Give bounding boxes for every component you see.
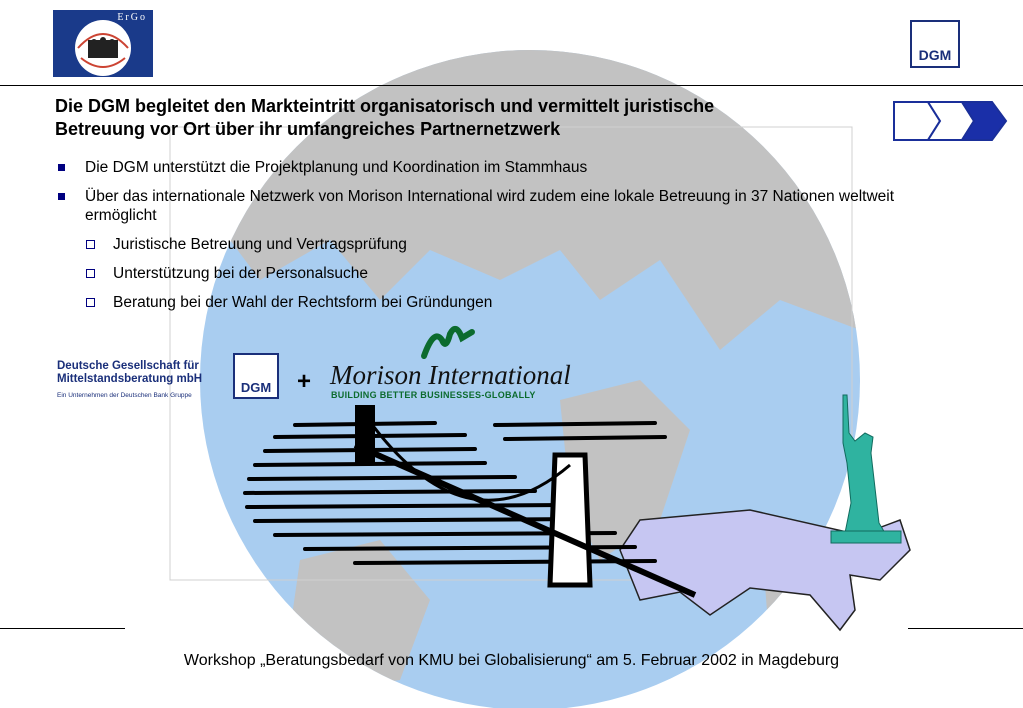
dgm-logo-text: DGM [918,47,952,63]
bullet-item: Die DGM unterstützt die Projektplanung u… [55,158,915,177]
sub-bullet-item: Beratung bei der Wahl der Rechtsform bei… [55,293,915,312]
ergo-logo: ErGo [53,10,153,77]
ergo-logo-text: ErGo [117,12,147,23]
dgm-partner-logo: DGM [233,353,279,399]
dgm-logo: DGM [910,20,960,68]
dgm-name-line-1: Deutsche Gesellschaft für [57,360,199,372]
dgm-name-line-2: Mittelstandsberatung mbH [57,373,203,385]
bullet-list: Die DGM unterstützt die Projektplanung u… [55,158,915,322]
ergo-globe-icon [75,20,131,76]
footer-rule-left [0,628,125,629]
chevron-arrows-icon [893,101,1008,141]
bridge-illustration [243,405,697,598]
statue-of-liberty-illustration [830,394,902,544]
title-line-2: Betreuung vor Ort über ihr umfangreiches… [55,119,561,139]
dgm-company-name: Deutsche Gesellschaft für Mittelstandsbe… [57,360,202,402]
slide-title: Die DGM begleitet den Markteintritt orga… [55,95,885,141]
footer-text: Workshop „Beratungsbedarf von KMU bei Gl… [183,652,840,669]
sub-bullet-item: Unterstützung bei der Personalsuche [55,264,915,283]
morison-leaf-icon [421,325,475,359]
sub-bullet-item: Juristische Betreuung und Vertragsprüfun… [55,235,915,254]
header-rule [0,85,1023,86]
plus-sign: + [297,368,312,395]
dgm-subline: Ein Unternehmen der Deutschen Bank Grupp… [57,392,192,399]
dgm-partner-logo-text: DGM [240,380,272,395]
footer-rule-right [908,628,1023,629]
title-line-1: Die DGM begleitet den Markteintritt orga… [55,96,715,116]
morison-name: Morison International [330,360,571,390]
morison-tagline: BUILDING BETTER BUSINESSES-GLOBALLY [331,390,536,400]
bullet-item: Über das internationale Netzwerk von Mor… [55,187,915,225]
